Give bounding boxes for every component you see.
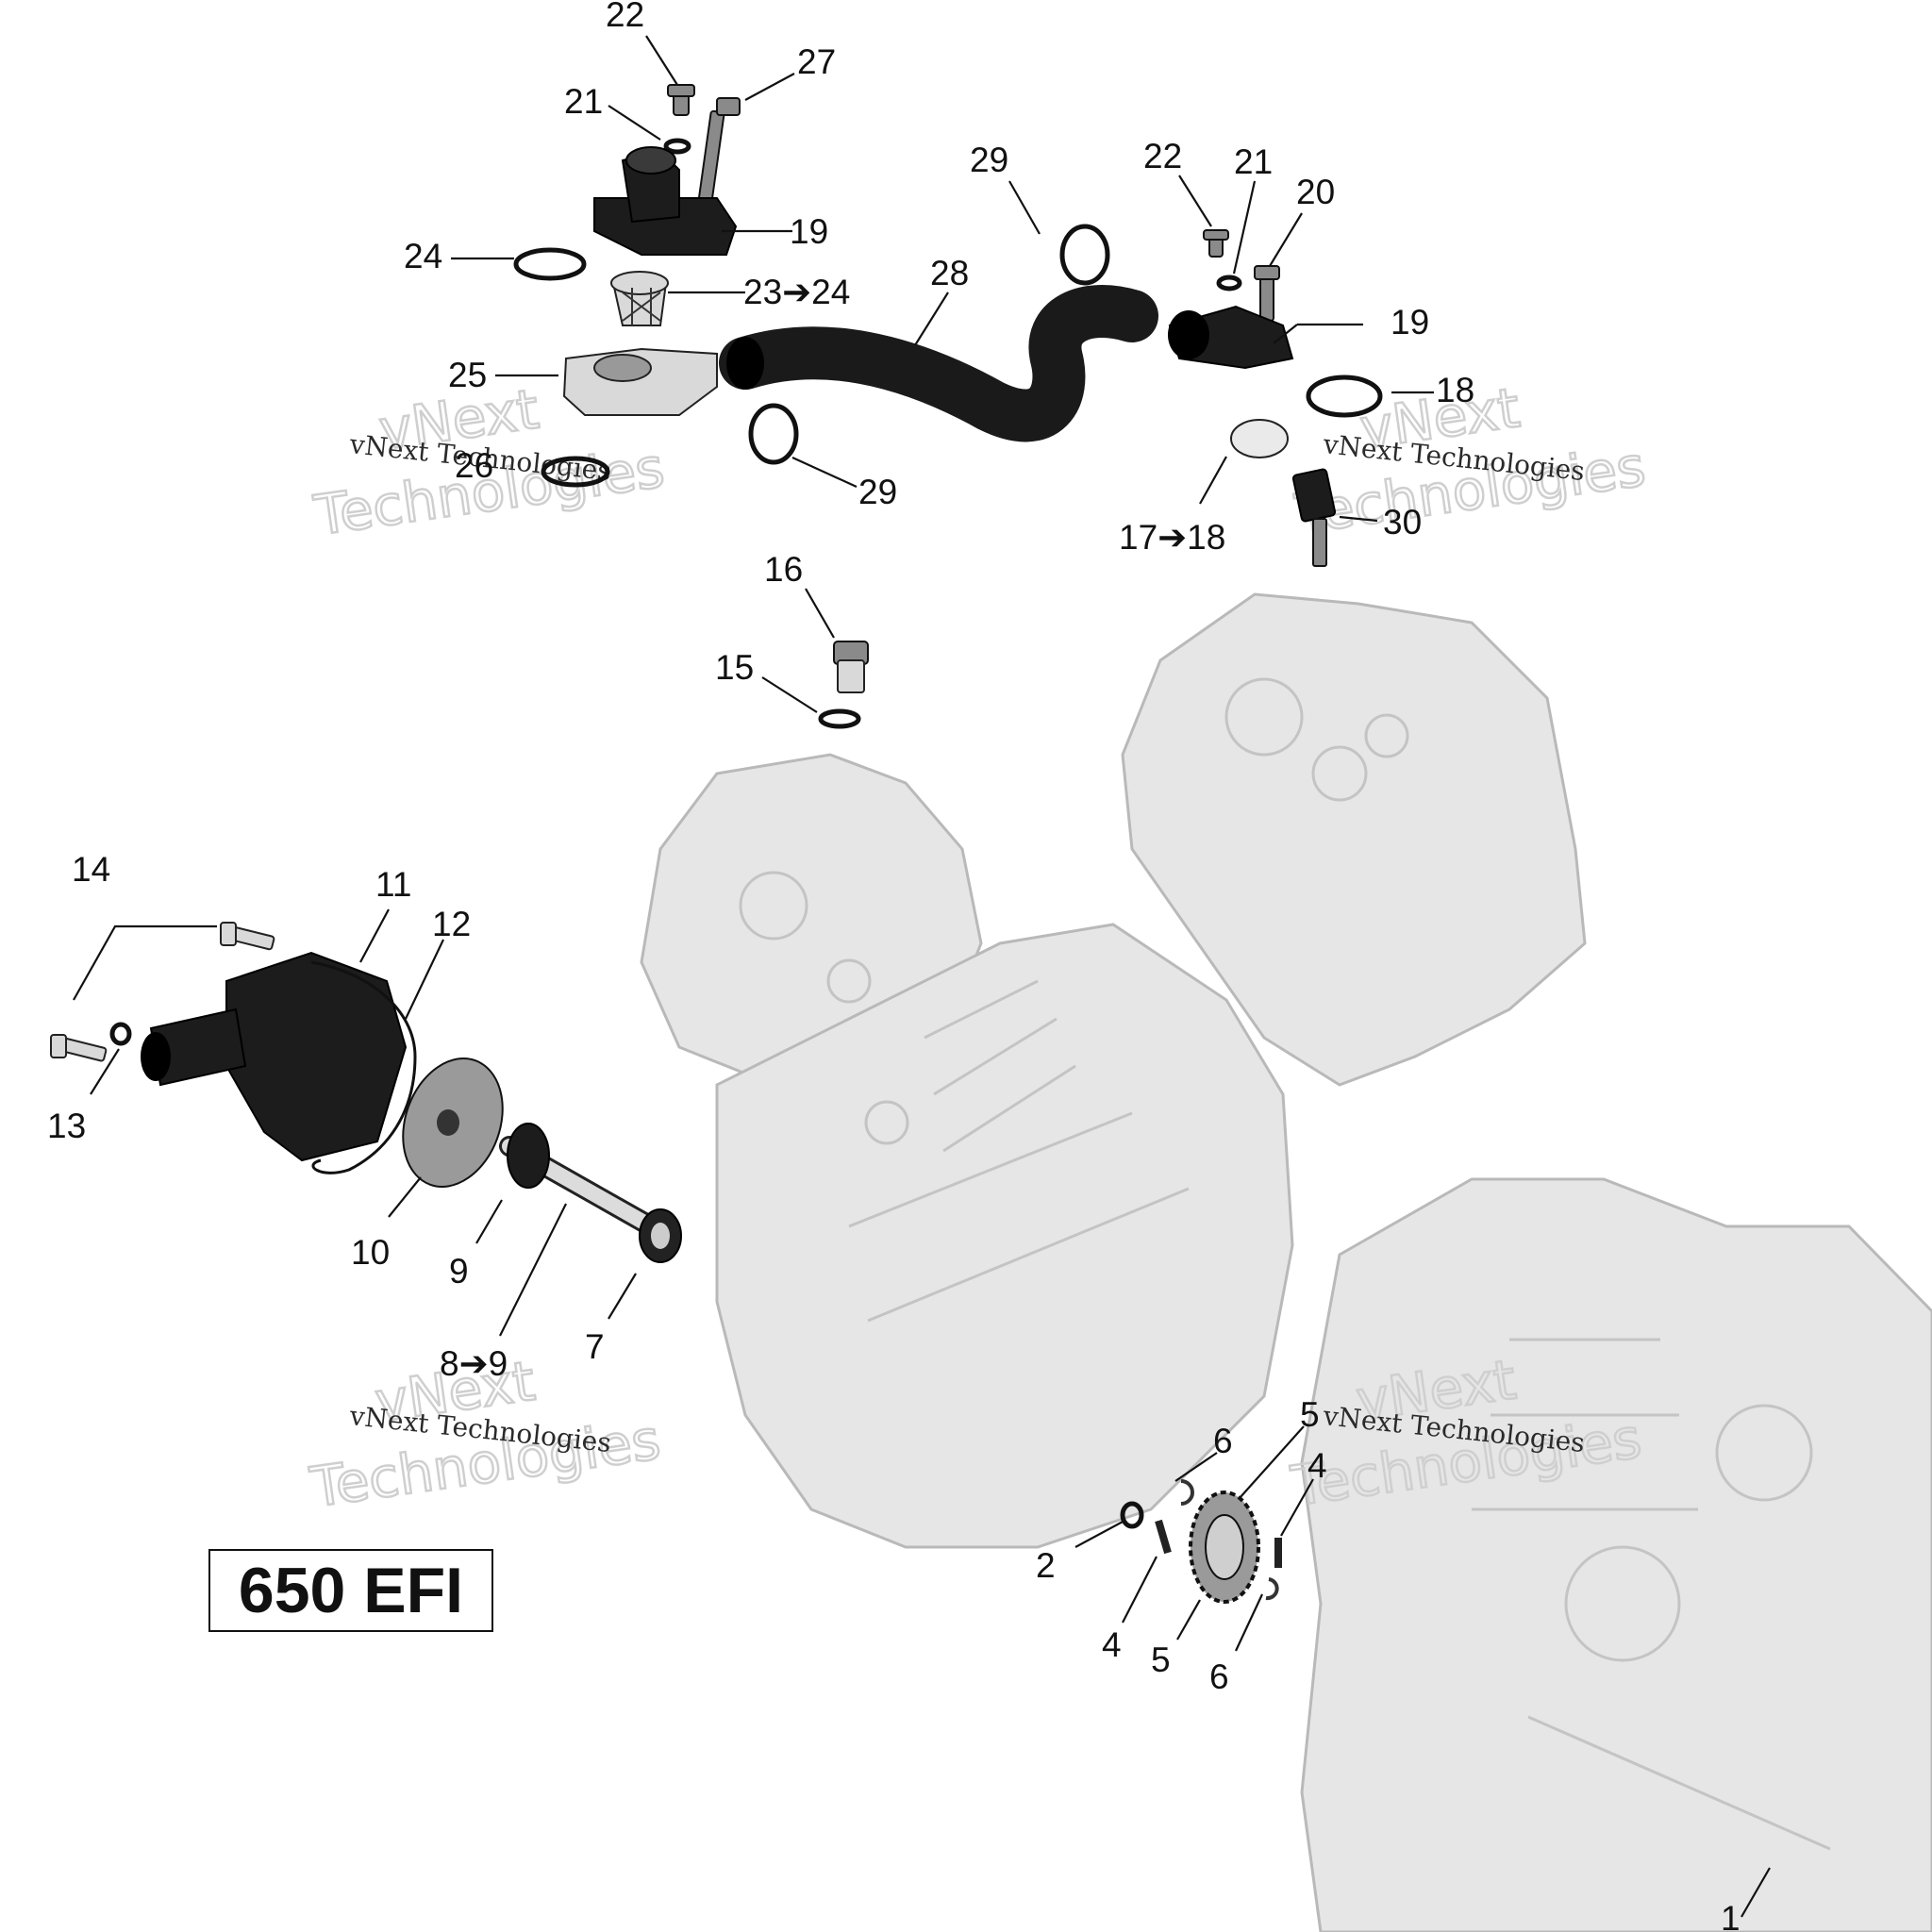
part-gear-5 [1189, 1491, 1260, 1604]
callout-10: 10 [351, 1233, 390, 1272]
callout-6: 6 [1213, 1422, 1233, 1460]
part-impeller-10 [402, 1058, 504, 1188]
callout-22: 22 [606, 0, 644, 34]
callout-6: 6 [1209, 1657, 1229, 1696]
callout-15: 15 [715, 648, 754, 687]
callout-29: 29 [970, 141, 1008, 179]
callout-27: 27 [797, 42, 836, 81]
callout-4: 4 [1307, 1446, 1327, 1485]
callout-12: 12 [432, 905, 471, 943]
part-washer-21-right [1216, 275, 1242, 291]
callout-25: 25 [448, 356, 487, 394]
part-seal-9 [507, 1123, 550, 1189]
part-washer-13 [109, 1022, 132, 1046]
callout-8: 8➔9 [440, 1344, 508, 1383]
callout-18: 18 [1436, 371, 1474, 409]
part-hose-end [726, 337, 764, 390]
callout-24: 24 [404, 237, 442, 275]
part-circlip-6-upper [1180, 1479, 1194, 1506]
callout-22: 22 [1143, 137, 1182, 175]
callout-30: 30 [1383, 503, 1422, 541]
part-thermostat-base-25 [562, 347, 718, 416]
part-screw-22-left [667, 84, 695, 116]
callout-14: 14 [72, 850, 110, 889]
part-gasket-26 [541, 456, 610, 488]
callout-7: 7 [585, 1327, 605, 1366]
callout-16: 16 [764, 550, 803, 589]
callout-labels: 22 27 21 19 24 23➔24 25 26 28 29 29 22 2… [47, 0, 1740, 1932]
part-thermostat-housing-19-right [1168, 305, 1294, 370]
callout-21: 21 [564, 82, 603, 121]
part-hose-clamp-29-lower [748, 403, 799, 465]
part-sealing-washer-15 [818, 708, 861, 729]
callout-4: 4 [1102, 1625, 1122, 1664]
callout-29: 29 [858, 473, 897, 511]
leader-lines [73, 35, 1771, 1918]
part-bolt-14-upper [220, 922, 275, 951]
part-oil-seal-7 [639, 1208, 682, 1263]
part-gasket-17 [1230, 419, 1289, 458]
part-drain-plug-16 [833, 641, 869, 693]
part-o-ring-24 [513, 247, 587, 281]
callout-2: 2 [1036, 1546, 1056, 1585]
part-o-ring-18 [1306, 375, 1383, 418]
part-coolant-hose-28 [719, 285, 1158, 442]
callout-13: 13 [47, 1107, 86, 1145]
part-thermostat-housing-19-left [593, 146, 738, 256]
part-bolt-20 [1254, 265, 1280, 322]
callout-28: 28 [930, 254, 969, 292]
callout-23: 23➔24 [743, 273, 850, 311]
part-bolt-14-lower [50, 1034, 108, 1062]
callout-5: 5 [1151, 1641, 1171, 1679]
callout-26: 26 [455, 446, 493, 485]
part-water-pump-cover-11 [141, 951, 408, 1162]
part-screw-22-right [1203, 229, 1229, 258]
part-washer-2 [1120, 1501, 1144, 1529]
callout-9: 9 [449, 1252, 469, 1291]
part-washer-21-left [663, 138, 691, 155]
engine-crankcase-illustration [640, 592, 1932, 1932]
part-pin-4-left [1155, 1519, 1172, 1555]
part-hose-clamp-29-upper [1059, 224, 1110, 286]
part-temperature-sensor-30 [1291, 468, 1337, 567]
callout-17: 17➔18 [1119, 518, 1225, 557]
callout-20: 20 [1296, 173, 1335, 211]
callout-21: 21 [1234, 142, 1273, 181]
callout-1: 1 [1721, 1899, 1740, 1932]
part-thermostat-23 [610, 271, 669, 326]
part-gasket-12 [310, 960, 417, 1174]
callout-19: 19 [790, 212, 828, 251]
part-bolt-27 [697, 97, 741, 208]
callout-19: 19 [1391, 303, 1429, 341]
model-label: 650 EFI [208, 1549, 493, 1632]
part-circlip-6-lower [1265, 1577, 1279, 1601]
callout-5: 5 [1300, 1395, 1320, 1434]
callout-11: 11 [375, 865, 411, 904]
